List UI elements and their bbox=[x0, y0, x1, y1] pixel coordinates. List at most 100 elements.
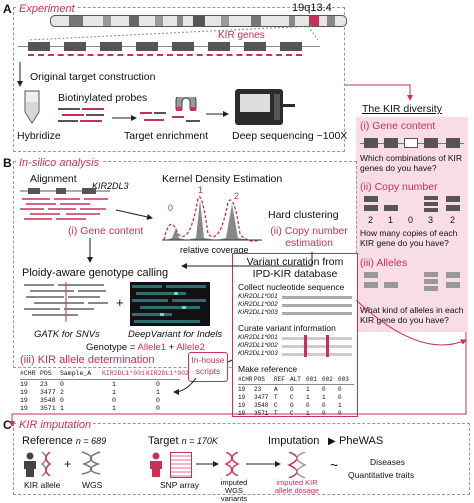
curate-seqs: KIR2DL1*001 KIR2DL1*002 KIR2DL1*003 bbox=[238, 334, 354, 363]
genotype-cell: 3548 bbox=[40, 397, 56, 404]
target-enrichment-label: Target enrichment bbox=[124, 130, 209, 142]
target-label: Target n = 170K bbox=[148, 436, 218, 447]
imputation-label: Imputation bbox=[268, 435, 320, 447]
imputed-wgs-icon bbox=[224, 451, 240, 477]
curation-cell: 3571 bbox=[254, 410, 269, 417]
genotype-cell: 19 bbox=[20, 397, 28, 404]
curation-header-cell: POS bbox=[254, 376, 265, 383]
gatk-label: GATK for SNVs bbox=[34, 329, 100, 340]
diversity-copy-number: (ii) Copy number bbox=[360, 181, 438, 193]
curation-cell: 1 bbox=[306, 394, 310, 401]
curation-header-cell: REF bbox=[274, 376, 285, 383]
copy-number-bars bbox=[360, 196, 464, 214]
deepvariant-label: DeepVariant for Indels bbox=[128, 329, 223, 340]
curation-header-cell: 002 bbox=[322, 376, 333, 383]
genotype-prefix: Genotype = bbox=[86, 342, 138, 353]
curation-cell: 23 bbox=[254, 386, 262, 393]
curation-cell: 0 bbox=[306, 402, 310, 409]
curation-cell: C bbox=[290, 394, 294, 401]
deepvariant-image bbox=[130, 282, 210, 326]
genotype-cell: 19 bbox=[20, 405, 28, 412]
curation-cell: C bbox=[290, 410, 294, 417]
imputed-kir-label: imputed KIR allele dosage bbox=[274, 478, 320, 495]
genotype-cell: 2 bbox=[60, 389, 64, 396]
curation-cell: 0 bbox=[338, 386, 342, 393]
kir-diversity-box bbox=[356, 117, 468, 332]
reference-person-icon bbox=[22, 452, 38, 478]
curation-cell: 1 bbox=[322, 394, 326, 401]
genotype-plus: + bbox=[166, 342, 177, 353]
curation-header-cell: 003 bbox=[338, 376, 349, 383]
kde-plot bbox=[160, 194, 264, 244]
curation-cell: 1 bbox=[306, 386, 310, 393]
kir-genes-label: KIR genes bbox=[218, 30, 265, 41]
genotype-cell: 23 bbox=[40, 381, 48, 388]
kir2dl3-label: KIR2DL3 bbox=[92, 181, 129, 191]
curation-cell: 0 bbox=[338, 394, 342, 401]
genotype-cell: 3477 bbox=[40, 389, 56, 396]
seq-name-0: KIR2DL1*001 bbox=[238, 293, 278, 300]
curation-title: Variant curation from IPD-KIR database bbox=[246, 256, 344, 280]
curation-cell: T bbox=[274, 394, 278, 401]
genotype-cell: 0 bbox=[156, 405, 160, 412]
target-n: n = 170K bbox=[181, 436, 218, 446]
magnet-icon bbox=[170, 90, 202, 125]
genotype-cell: 1 bbox=[156, 389, 160, 396]
allele-determination: (iii) KIR allele determination bbox=[20, 354, 155, 366]
genotype-cell: 1 bbox=[112, 389, 116, 396]
curation-header-cell: ALT bbox=[290, 376, 301, 383]
diversity-gene-content: (i) Gene content bbox=[360, 120, 436, 132]
wgs-label: WGS bbox=[82, 480, 103, 490]
alignment-reads bbox=[20, 188, 110, 228]
seq-name-1: KIR2DL1*002 bbox=[238, 301, 278, 308]
imputation-arrow-icon: ▶ bbox=[328, 436, 336, 447]
plus-c: + bbox=[64, 457, 72, 471]
panel-letter-b: B bbox=[3, 156, 12, 170]
curation-cell: 19 bbox=[238, 402, 246, 409]
target-probes-row bbox=[18, 54, 320, 58]
alignment-label: Alignment bbox=[30, 173, 77, 185]
diversity-title: The KIR diversity bbox=[362, 103, 442, 115]
genotype-cell: 0 bbox=[156, 381, 160, 388]
genotype-cell: 3571 bbox=[40, 405, 56, 412]
curation-header-cell: #CHR bbox=[238, 376, 253, 383]
target-person-icon bbox=[148, 452, 164, 478]
curation-cell: 3548 bbox=[254, 402, 269, 409]
reference-label: Reference n = 689 bbox=[22, 436, 106, 447]
peak-2: 2 bbox=[234, 191, 240, 201]
inhouse-scripts-box: In-house scripts bbox=[188, 352, 228, 382]
diseases-label: Diseases bbox=[370, 457, 405, 467]
imputed-wgs-label: imputed WGS variants bbox=[220, 478, 248, 503]
curation-cell: 1 bbox=[338, 402, 342, 409]
original-target-label: Original target construction bbox=[30, 71, 156, 83]
chromosome-ideogram bbox=[50, 15, 347, 27]
phewas-label: PheWAS bbox=[339, 435, 384, 447]
plus-sign: + bbox=[116, 295, 124, 310]
curation-cell: 1 bbox=[306, 410, 310, 417]
curation-cell: 19 bbox=[238, 410, 246, 417]
copy-number-0: 2 bbox=[368, 215, 374, 225]
reference-text: Reference bbox=[22, 435, 73, 447]
wgs-dna-icon bbox=[80, 450, 102, 476]
ploidy-label: Ploidy-aware genotype calling bbox=[22, 267, 169, 279]
panel-c-title: KIR imputation bbox=[17, 419, 94, 431]
kir-genes-bars bbox=[18, 42, 320, 51]
genotype-cell: 0 bbox=[112, 397, 116, 404]
curation-cell: 19 bbox=[238, 386, 246, 393]
peak-0: 0 bbox=[168, 203, 174, 213]
curation-cell: 3477 bbox=[254, 394, 269, 401]
kir-allele-label: KIR allele bbox=[24, 480, 61, 490]
diversity-alleles: (iii) Alleles bbox=[360, 257, 408, 269]
peak-1: 1 bbox=[198, 185, 204, 195]
target-text: Target bbox=[148, 435, 179, 447]
snp-array-label: SNP array bbox=[160, 480, 200, 490]
genotype-cell: 0 bbox=[60, 397, 64, 404]
tilde: ~ bbox=[330, 457, 339, 473]
copy-number-3: 3 bbox=[428, 215, 434, 225]
curation-cell: 19 bbox=[238, 394, 246, 401]
hybridize-label: Hybridize bbox=[17, 130, 61, 142]
curation-cell: G bbox=[290, 386, 294, 393]
quant-traits-label: Quantitative traits bbox=[348, 470, 415, 480]
copy-number-1: 1 bbox=[388, 215, 394, 225]
curation-header-cell: 001 bbox=[306, 376, 317, 383]
